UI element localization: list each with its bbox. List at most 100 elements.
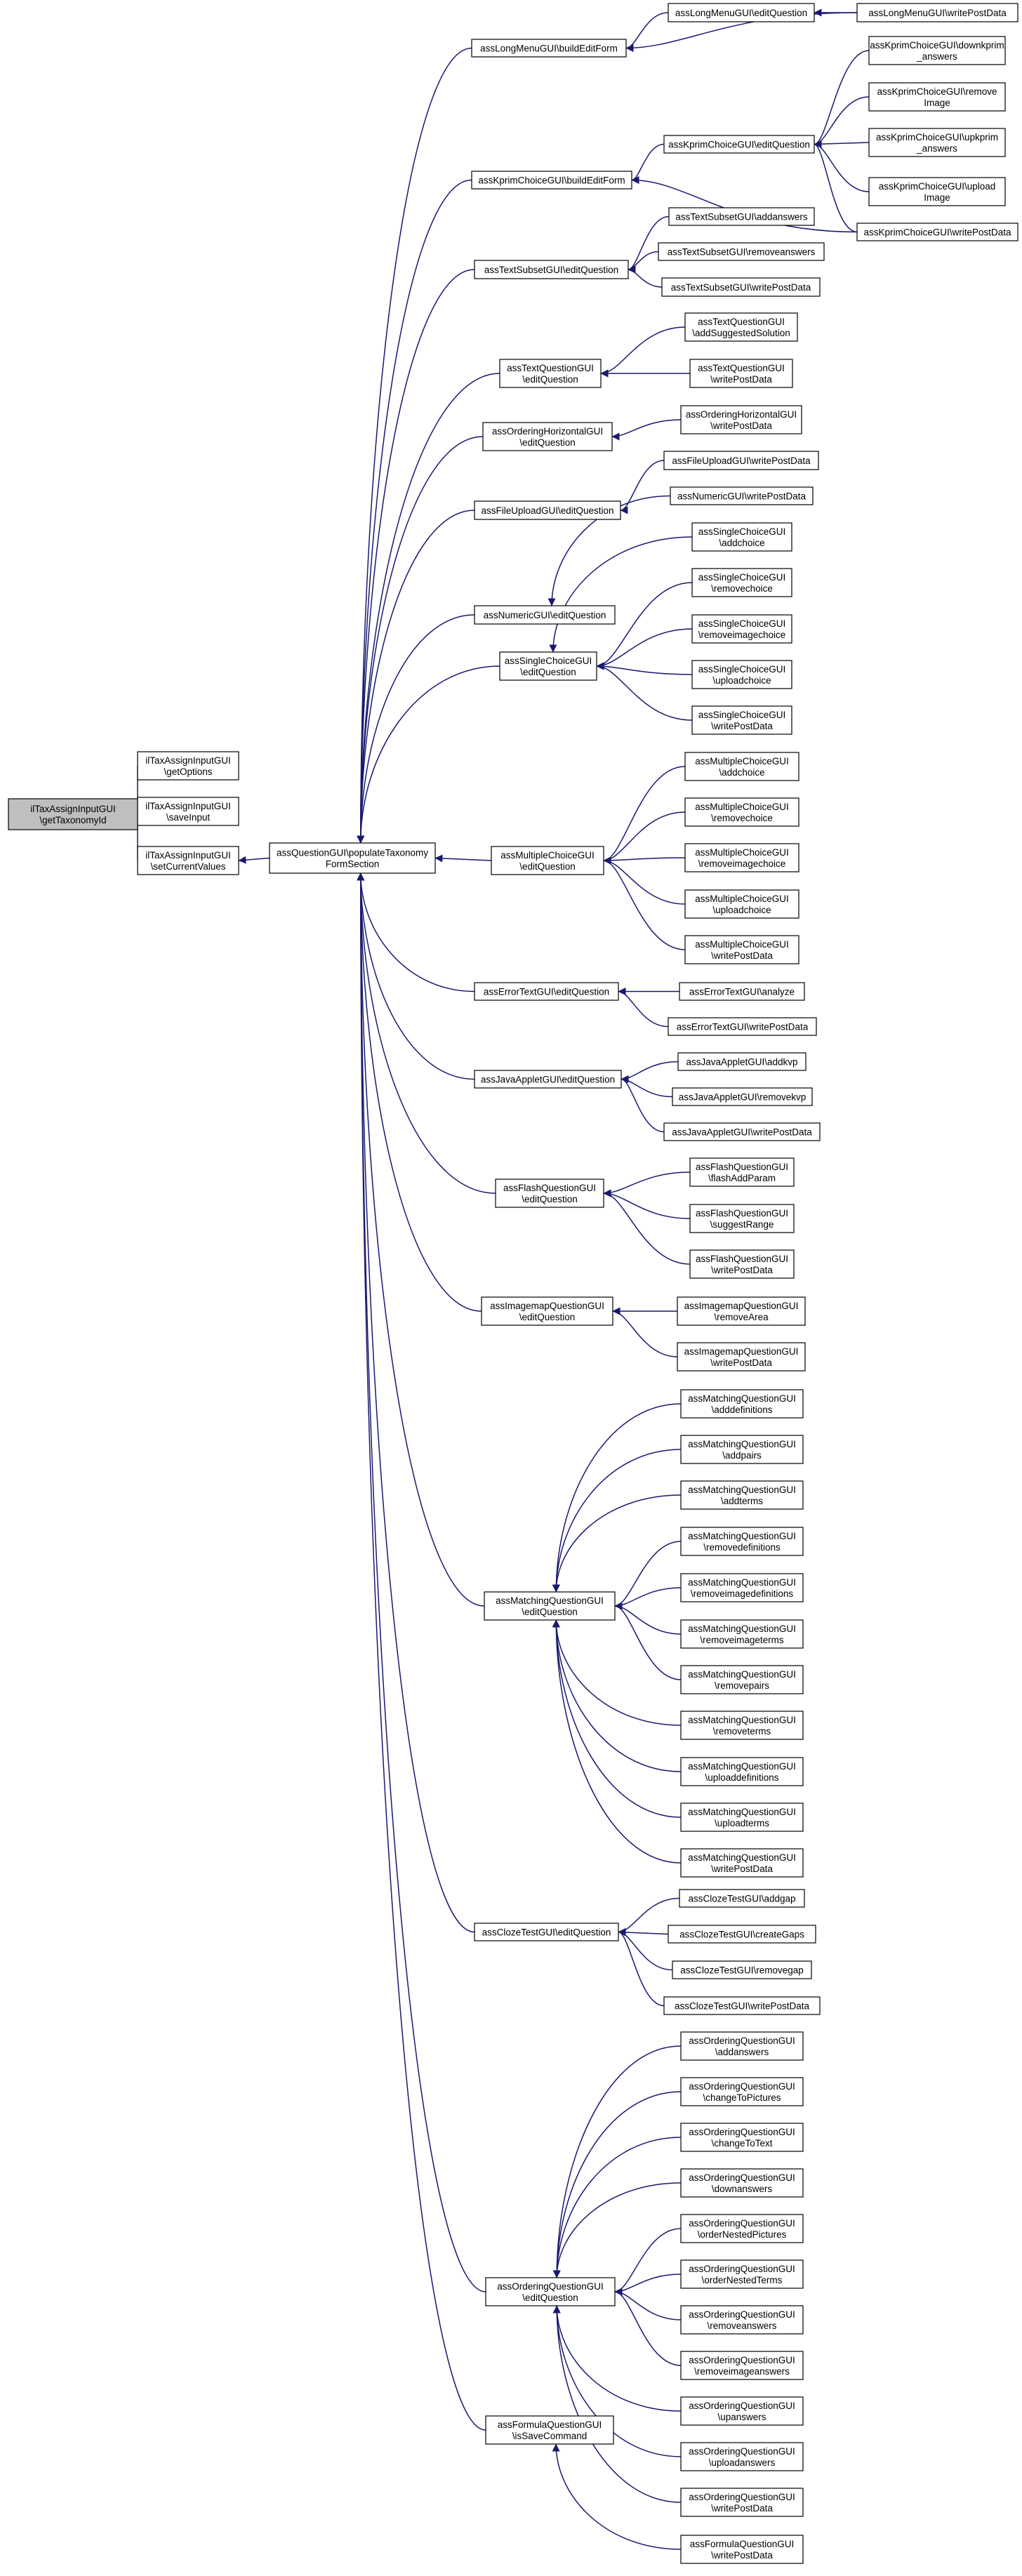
- node-fl_wpd[interactable]: assFlashQuestionGUI\writePostData: [689, 1249, 795, 1279]
- node-num_edit[interactable]: assNumericGUI\editQuestion: [474, 605, 616, 625]
- node-ts_edit[interactable]: assTextSubsetGUI\editQuestion: [474, 260, 629, 279]
- node-ts_add[interactable]: assTextSubsetGUI\addanswers: [668, 207, 815, 226]
- node-oh_edit[interactable]: assOrderingHorizontalGUI\editQuestion: [482, 422, 613, 451]
- node-mc_wpd[interactable]: assMultipleChoiceGUI\writePostData: [684, 935, 799, 964]
- node-ja_add[interactable]: assJavaAppletGUI\addkvp: [677, 1052, 807, 1071]
- node-oq_8[interactable]: assOrderingQuestionGUI\removeimageanswer…: [680, 2351, 804, 2380]
- node-root[interactable]: ilTaxAssignInputGUI\getTaxonomyId: [8, 798, 138, 830]
- node-im_edit[interactable]: assImagemapQuestionGUI\editQuestion: [481, 1296, 613, 1326]
- node-label-line: ilTaxAssignInputGUI: [145, 850, 231, 861]
- node-fq_save[interactable]: assFormulaQuestionGUI\isSaveCommand: [485, 2415, 614, 2445]
- node-label-line: _answers: [916, 143, 957, 154]
- edge-sc_edit-to-populate: [357, 665, 500, 844]
- node-ma_5[interactable]: assMatchingQuestionGUI\removeimagedefini…: [680, 1573, 804, 1602]
- node-ma_edit[interactable]: assMatchingQuestionGUI\editQuestion: [484, 1591, 616, 1621]
- node-kp_edit[interactable]: assKprimChoiceGUI\editQuestion: [663, 135, 815, 154]
- node-kp_build[interactable]: assKprimChoiceGUI\buildEditForm: [471, 171, 632, 190]
- node-ma_1[interactable]: assMatchingQuestionGUI\adddefinitions: [680, 1389, 804, 1419]
- node-mc_remimg[interactable]: assMultipleChoiceGUI\removeimagechoice: [684, 843, 799, 872]
- node-oq_2[interactable]: assOrderingQuestionGUI\changeToPictures: [680, 2077, 804, 2106]
- node-oq_4[interactable]: assOrderingQuestionGUI\downanswers: [680, 2168, 804, 2198]
- edge-im_edit-to-populate: [357, 872, 482, 1312]
- node-ma_7[interactable]: assMatchingQuestionGUI\removepairs: [680, 1665, 804, 1694]
- node-fq_wpd[interactable]: assFormulaQuestionGUI\writePostData: [680, 2535, 804, 2564]
- node-kp_up[interactable]: assKprimChoiceGUI\upkprim_answers: [868, 128, 1006, 157]
- node-lm_wpd[interactable]: assLongMenuGUI\writePostData: [856, 3, 1018, 22]
- node-kp_down[interactable]: assKprimChoiceGUI\downkprim_answers: [868, 36, 1006, 65]
- node-ma_11[interactable]: assMatchingQuestionGUI\writePostData: [680, 1848, 804, 1878]
- node-oq_3[interactable]: assOrderingQuestionGUI\changeToText: [680, 2123, 804, 2152]
- node-cl_rem[interactable]: assClozeTestGUI\removegap: [672, 1960, 812, 1979]
- node-setcur[interactable]: ilTaxAssignInputGUI\setCurrentValues: [137, 846, 239, 875]
- edge-tq_edit-to-populate: [357, 373, 500, 844]
- node-oq_1[interactable]: assOrderingQuestionGUI\addanswers: [680, 2031, 804, 2061]
- node-oq_9[interactable]: assOrderingQuestionGUI\upanswers: [680, 2396, 804, 2426]
- node-ma_2[interactable]: assMatchingQuestionGUI\addpairs: [680, 1435, 804, 1464]
- node-sc_upl[interactable]: assSingleChoiceGUI\uploadchoice: [691, 660, 792, 689]
- node-oh_wpd[interactable]: assOrderingHorizontalGUI\writePostData: [680, 405, 802, 434]
- node-fu_edit[interactable]: assFileUploadGUI\editQuestion: [474, 500, 621, 520]
- node-label-line: assClozeTestGUI\createGaps: [679, 1930, 804, 1940]
- node-sc_remimg[interactable]: assSingleChoiceGUI\removeimagechoice: [691, 614, 792, 644]
- node-tq_edit[interactable]: assTextQuestionGUI\editQuestion: [499, 359, 602, 388]
- node-cl_create[interactable]: assClozeTestGUI\createGaps: [668, 1925, 816, 1944]
- node-populate[interactable]: assQuestionGUI\populateTaxonomyFormSecti…: [269, 842, 436, 874]
- node-lm_edit[interactable]: assLongMenuGUI\editQuestion: [668, 3, 815, 22]
- node-ja_wpd[interactable]: assJavaAppletGUI\writePostData: [663, 1122, 821, 1141]
- node-label-line: assJavaAppletGUI\editQuestion: [481, 1075, 615, 1085]
- node-cl_edit[interactable]: assClozeTestGUI\editQuestion: [474, 1923, 619, 1941]
- node-oq_7[interactable]: assOrderingQuestionGUI\removeanswers: [680, 2305, 804, 2335]
- node-cl_wpd[interactable]: assClozeTestGUI\writePostData: [663, 1996, 821, 2015]
- node-box: [680, 1527, 804, 1556]
- node-oq_5[interactable]: assOrderingQuestionGUI\orderNestedPictur…: [680, 2214, 804, 2243]
- node-ja_edit[interactable]: assJavaAppletGUI\editQuestion: [474, 1070, 622, 1089]
- node-im_wpd[interactable]: assImagemapQuestionGUI\writePostData: [677, 1342, 806, 1372]
- node-box: [474, 1923, 619, 1941]
- node-label-line: _answers: [916, 51, 957, 62]
- node-oq_11[interactable]: assOrderingQuestionGUI\writePostData: [680, 2488, 804, 2517]
- node-ma_10[interactable]: assMatchingQuestionGUI\uploadterms: [680, 1802, 804, 1832]
- node-label-line: assOrderingHorizontalGUI: [686, 409, 797, 420]
- node-label-line: \addterms: [721, 1496, 763, 1506]
- node-mc_rem[interactable]: assMultipleChoiceGUI\removechoice: [684, 797, 799, 827]
- node-lm_build[interactable]: assLongMenuGUI\buildEditForm: [471, 39, 627, 58]
- node-sc_rem[interactable]: assSingleChoiceGUI\removechoice: [691, 568, 792, 597]
- node-ma_9[interactable]: assMatchingQuestionGUI\uploaddefinitions: [680, 1757, 804, 1786]
- node-saveinput[interactable]: ilTaxAssignInputGUI\saveInput: [137, 797, 239, 826]
- node-num_wpd[interactable]: assNumericGUI\writePostData: [670, 486, 814, 505]
- node-ts_wpd[interactable]: assTextSubsetGUI\writePostData: [661, 277, 821, 297]
- node-fl_sug[interactable]: assFlashQuestionGUI\suggestRange: [689, 1204, 795, 1233]
- edge-ma_7-to-ma_edit: [614, 1602, 682, 1680]
- node-fl_add[interactable]: assFlashQuestionGUI\flashAddParam: [689, 1157, 795, 1187]
- node-kp_wpd[interactable]: assKprimChoiceGUI\writePostData: [856, 223, 1018, 241]
- edge-mc_edit-to-populate: [434, 854, 492, 863]
- node-ma_4[interactable]: assMatchingQuestionGUI\removedefinitions: [680, 1527, 804, 1556]
- node-fl_edit[interactable]: assFlashQuestionGUI\editQuestion: [495, 1179, 604, 1208]
- node-ts_rem[interactable]: assTextSubsetGUI\removeanswers: [658, 242, 825, 261]
- node-et_edit[interactable]: assErrorTextGUI\editQuestion: [474, 982, 619, 1001]
- node-oq_edit[interactable]: assOrderingQuestionGUI\editQuestion: [485, 2277, 616, 2306]
- node-sc_edit[interactable]: assSingleChoiceGUI\editQuestion: [499, 651, 597, 681]
- node-sc_wpd[interactable]: assSingleChoiceGUI\writePostData: [691, 705, 792, 735]
- node-mc_add[interactable]: assMultipleChoiceGUI\addchoice: [684, 752, 799, 781]
- node-label-line: assImagemapQuestionGUI: [684, 1301, 799, 1311]
- node-ma_3[interactable]: assMatchingQuestionGUI\addterms: [680, 1480, 804, 1510]
- node-ma_8[interactable]: assMatchingQuestionGUI\removeterms: [680, 1711, 804, 1740]
- node-tq_add[interactable]: assTextQuestionGUI\addSuggestedSolution: [684, 312, 798, 342]
- node-im_rem[interactable]: assImagemapQuestionGUI\removeArea: [677, 1296, 806, 1326]
- node-mc_edit[interactable]: assMultipleChoiceGUI\editQuestion: [491, 846, 604, 875]
- node-ja_rem[interactable]: assJavaAppletGUI\removekvp: [672, 1087, 813, 1106]
- node-ma_6[interactable]: assMatchingQuestionGUI\removeimageterms: [680, 1619, 804, 1649]
- node-mc_upl[interactable]: assMultipleChoiceGUI\uploadchoice: [684, 889, 799, 919]
- node-sc_add[interactable]: assSingleChoiceGUI\addchoice: [691, 522, 792, 552]
- node-cl_add[interactable]: assClozeTestGUI\addgap: [679, 1889, 805, 1908]
- node-fu_wpd[interactable]: assFileUploadGUI\writePostData: [663, 451, 819, 470]
- node-getopt[interactable]: ilTaxAssignInputGUI\getOptions: [137, 751, 239, 781]
- node-oq_6[interactable]: assOrderingQuestionGUI\orderNestedTerms: [680, 2259, 804, 2289]
- node-oq_10[interactable]: assOrderingQuestionGUI\uploadanswers: [680, 2442, 804, 2471]
- node-tq_wpd[interactable]: assTextQuestionGUI\writePostData: [689, 359, 793, 388]
- node-et_wpd[interactable]: assErrorTextGUI\writePostData: [668, 1017, 817, 1036]
- node-et_an[interactable]: assErrorTextGUI\analyze: [679, 982, 805, 1001]
